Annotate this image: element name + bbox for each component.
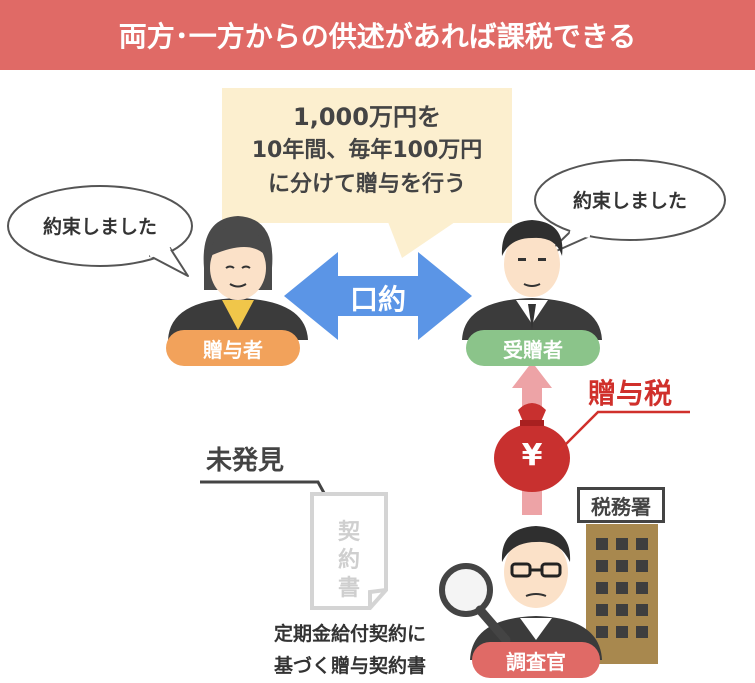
tax-office-sign: 税務署: [577, 487, 665, 523]
giver-label: 贈与者: [166, 330, 300, 366]
money-bag-icon: [494, 403, 570, 492]
receiver-speech-text: 約束しました: [572, 190, 687, 212]
giver-speech-bubble: [7, 185, 193, 277]
receiver-person-icon: [462, 220, 602, 340]
document-char-3: 書: [337, 575, 360, 601]
document-char-2: 約: [337, 547, 360, 573]
callout-line-3: に分けて贈与を行う: [267, 172, 466, 197]
undiscovered-label: 未発見: [206, 446, 285, 476]
magnifying-glass-icon: [439, 563, 511, 645]
agreement-label: 口約束: [349, 283, 406, 356]
tax-pointer-line: [559, 410, 690, 451]
contract-caption: 定期金給付契約に 基づく贈与契約書: [250, 618, 450, 682]
contract-caption-line-1: 定期金給付契約に: [273, 623, 426, 645]
tax-office-building-icon: [586, 524, 658, 664]
tax-arrow-up: [512, 362, 552, 515]
document-char-1: 契: [337, 519, 360, 545]
callout-line-1: 1,000万円を: [293, 103, 441, 131]
contract-document-icon: [310, 492, 388, 610]
giver-speech-text: 約束しました: [42, 216, 157, 238]
gift-tax-label: 贈与税: [588, 377, 673, 410]
yen-symbol: ¥: [521, 438, 543, 473]
page-title: 両方･一方からの供述があれば課税できる: [0, 0, 755, 70]
agreement-double-arrow: [284, 252, 472, 340]
callout-text: 1,000万円を 10年間、毎年100万円 に分けて贈与を行う: [222, 100, 512, 202]
callout-line-2: 10年間、毎年100万円: [251, 138, 483, 163]
inspector-label: 調査官: [472, 642, 600, 678]
callout-box: [222, 88, 512, 258]
giver-person-icon: [168, 216, 308, 340]
contract-caption-line-2: 基づく贈与契約書: [273, 655, 426, 677]
receiver-label: 受贈者: [466, 330, 600, 366]
